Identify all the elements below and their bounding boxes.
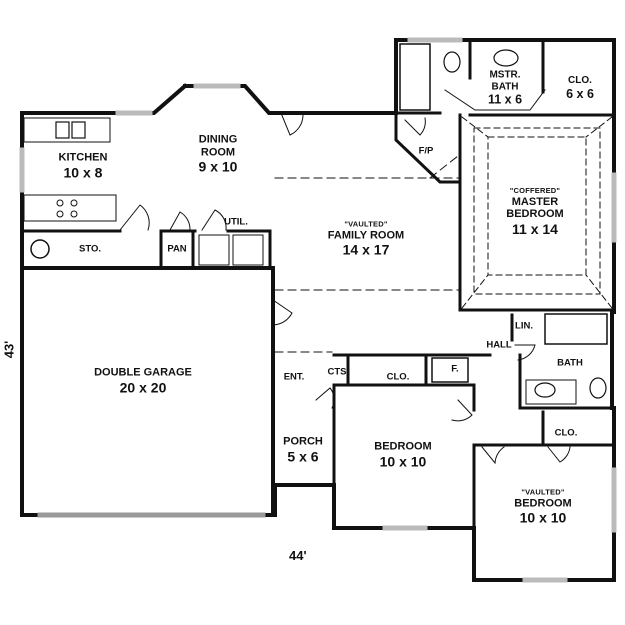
water-heater xyxy=(30,239,50,259)
sink-right xyxy=(71,121,86,139)
burner xyxy=(70,210,78,218)
porch-size: 5 x 6 xyxy=(287,448,319,465)
bath-tub xyxy=(544,313,608,345)
family-size: 14 x 17 xyxy=(342,241,390,258)
master-bath-name-1: MSTR. xyxy=(489,69,521,81)
master-bath-name-2: BATH xyxy=(491,80,519,92)
kitchen-counter-left xyxy=(23,194,117,222)
porch-label: PORCH 5 x 6 xyxy=(283,436,323,465)
master-bedroom-tag: "COFFERED" xyxy=(509,186,561,195)
dining-name-1: DINING xyxy=(198,133,238,146)
family-label: "VAULTED" FAMILY ROOM 14 x 17 xyxy=(327,219,405,258)
overall-width-label: 44' xyxy=(289,548,307,563)
master-vanity xyxy=(444,89,546,111)
kitchen-label: KITCHEN 10 x 8 xyxy=(59,152,108,181)
bedroom3-label: "VAULTED" BEDROOM 10 x 10 xyxy=(514,487,572,526)
utility-label: UTIL. xyxy=(224,216,248,229)
kitchen-size: 10 x 8 xyxy=(63,164,103,181)
overall-depth-label: 43' xyxy=(1,340,17,359)
coats-label: CTS xyxy=(327,366,347,379)
freezer-label: F. xyxy=(451,363,459,376)
burner xyxy=(56,210,64,218)
freezer-name: F. xyxy=(451,363,459,375)
windows xyxy=(19,37,617,583)
burner xyxy=(56,199,64,207)
entry-name: ENT. xyxy=(283,371,305,383)
bedroom3-name: BEDROOM xyxy=(514,496,572,509)
hall-closet-name: CLO. xyxy=(386,371,410,383)
garage-label: DOUBLE GARAGE 20 x 20 xyxy=(94,367,192,396)
master-tub xyxy=(399,43,431,111)
bedroom3-closet-label: CLO. xyxy=(554,427,578,440)
master-bath-size: 11 x 6 xyxy=(487,92,523,107)
master-sink xyxy=(493,49,519,67)
hall-name: HALL xyxy=(486,339,512,351)
bath-name: BATH xyxy=(557,357,583,369)
pantry-label: PAN xyxy=(167,243,187,256)
burner xyxy=(70,199,78,207)
garage-name: DOUBLE GARAGE xyxy=(94,366,192,379)
fireplace-label: F/P xyxy=(418,145,434,158)
fireplace xyxy=(394,111,462,184)
bedroom3-size: 10 x 10 xyxy=(519,509,567,526)
sink-left xyxy=(55,121,70,139)
pantry-name: PAN xyxy=(167,243,187,255)
vaulted-beams xyxy=(274,155,459,353)
kitchen-counter-top xyxy=(23,117,111,143)
storage-label: STO. xyxy=(79,243,101,256)
master-closet-label: CLO. 6 x 6 xyxy=(566,75,594,101)
master-closet-size: 6 x 6 xyxy=(566,86,594,101)
hall-closet-label: CLO. xyxy=(386,371,410,384)
dining-size: 9 x 10 xyxy=(198,158,238,175)
dining-name-2: ROOM xyxy=(200,145,236,158)
kitchen-name: KITCHEN xyxy=(58,151,108,164)
bath-label: BATH xyxy=(557,357,583,370)
bedroom2-size: 10 x 10 xyxy=(379,453,427,470)
dining-label: DINING ROOM 9 x 10 xyxy=(199,133,238,174)
bedroom3-closet-name: CLO. xyxy=(554,427,578,439)
coats-name: CTS xyxy=(327,366,347,378)
bedroom2-label: BEDROOM 10 x 10 xyxy=(374,441,431,470)
bedroom3-tag: "VAULTED" xyxy=(521,487,565,497)
fireplace-name: F/P xyxy=(418,145,434,157)
family-name: FAMILY ROOM xyxy=(327,228,405,241)
linen-label: LIN. xyxy=(515,320,533,333)
porch-name: PORCH xyxy=(283,435,323,448)
master-bedroom-name-2: BEDROOM xyxy=(506,208,564,221)
master-bath-label: MSTR. BATH 11 x 6 xyxy=(488,69,522,106)
master-toilet xyxy=(443,51,461,73)
door-swings xyxy=(119,112,571,465)
freezer xyxy=(431,357,469,383)
washer xyxy=(198,234,230,266)
master-bedroom-label: "COFFERED" MASTER BEDROOM 11 x 14 xyxy=(506,186,564,237)
utility-name: UTIL. xyxy=(224,216,248,228)
master-bedroom-name-1: MASTER xyxy=(511,195,559,208)
master-bedroom-size: 11 x 14 xyxy=(512,220,558,237)
garage-size: 20 x 20 xyxy=(119,379,167,396)
hall-label: HALL xyxy=(486,339,512,352)
linen-name: LIN. xyxy=(515,320,533,332)
bath-toilet xyxy=(589,377,607,399)
entry-label: ENT. xyxy=(283,371,305,384)
bath-vanity xyxy=(525,379,577,405)
bath-sink xyxy=(534,382,556,398)
master-closet-name: CLO. xyxy=(568,75,592,87)
dryer xyxy=(232,234,264,266)
storage-name: STO. xyxy=(79,243,101,255)
family-tag: "VAULTED" xyxy=(344,219,388,229)
coffered-ceiling xyxy=(461,116,613,309)
bedroom2-name: BEDROOM xyxy=(374,440,432,453)
